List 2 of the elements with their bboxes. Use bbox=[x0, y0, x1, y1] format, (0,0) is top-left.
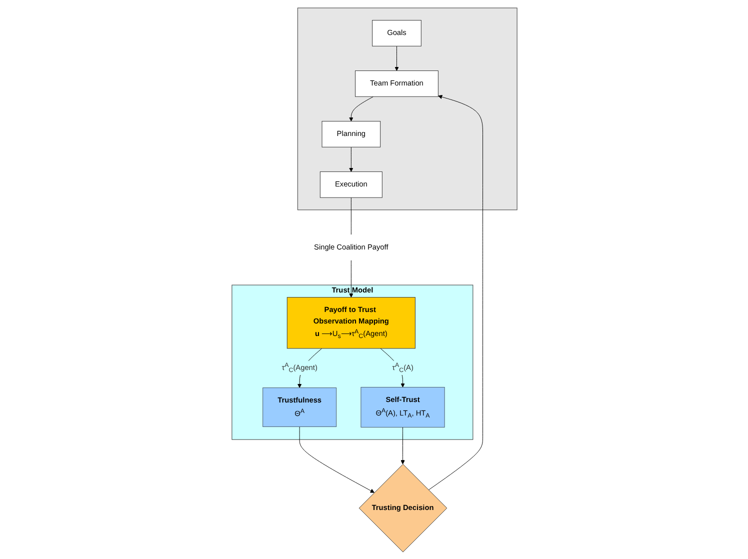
connector bbox=[350, 196, 351, 234]
cluster bbox=[296, 7, 517, 210]
